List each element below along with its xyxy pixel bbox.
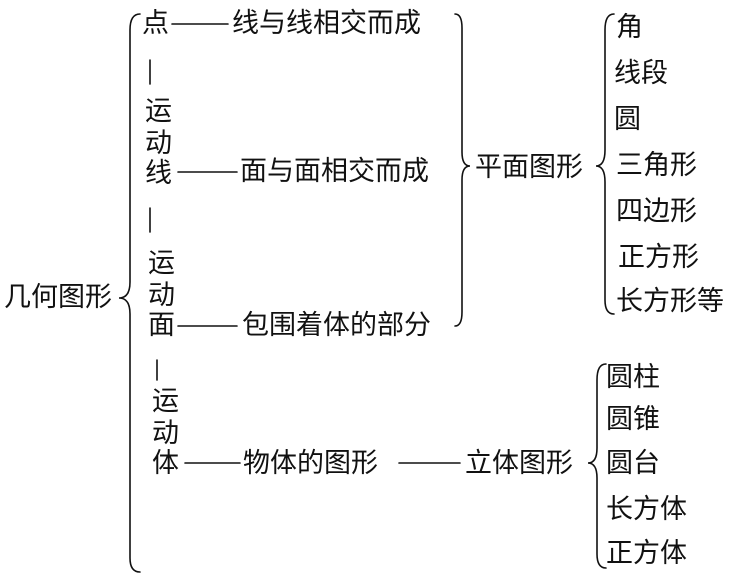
surface-description: 包围着体的部分 bbox=[242, 310, 431, 341]
motion-label-1: 运动 bbox=[145, 96, 172, 159]
plane-list-brace bbox=[595, 13, 615, 315]
plane-item-rectangle: 长方形等 bbox=[616, 286, 724, 317]
solid-item-cuboid: 长方体 bbox=[606, 494, 687, 525]
motion-label-2: 运动 bbox=[148, 248, 175, 311]
solid-item-cylinder: 圆柱 bbox=[606, 362, 660, 393]
plane-item-circle: 圆 bbox=[614, 104, 641, 135]
solid-label: 体 bbox=[152, 448, 179, 479]
root-brace bbox=[118, 13, 141, 573]
plane-group-brace bbox=[454, 13, 471, 327]
line-description: 面与面相交而成 bbox=[240, 156, 429, 187]
root-label: 几何图形 bbox=[4, 282, 112, 313]
plane-item-segment: 线段 bbox=[614, 58, 668, 89]
solid-figures-label: 立体图形 bbox=[465, 448, 573, 479]
plane-item-angle: 角 bbox=[616, 12, 643, 43]
plane-item-triangle: 三角形 bbox=[616, 150, 697, 181]
plane-item-quadrilateral: 四边形 bbox=[616, 196, 697, 227]
solid-item-cone: 圆锥 bbox=[606, 404, 660, 435]
point-label: 点 bbox=[142, 8, 169, 39]
surface-label: 面 bbox=[148, 310, 175, 341]
solid-description: 物体的图形 bbox=[243, 448, 378, 479]
plane-figures-label: 平面图形 bbox=[475, 152, 583, 183]
point-description: 线与线相交而成 bbox=[232, 8, 421, 39]
solid-item-frustum: 圆台 bbox=[606, 448, 660, 479]
plane-item-square: 正方形 bbox=[618, 242, 699, 273]
solid-list-brace bbox=[587, 363, 607, 569]
line-label: 线 bbox=[145, 158, 172, 189]
solid-item-cube: 正方体 bbox=[606, 538, 687, 569]
motion-label-3: 运动 bbox=[152, 386, 179, 449]
